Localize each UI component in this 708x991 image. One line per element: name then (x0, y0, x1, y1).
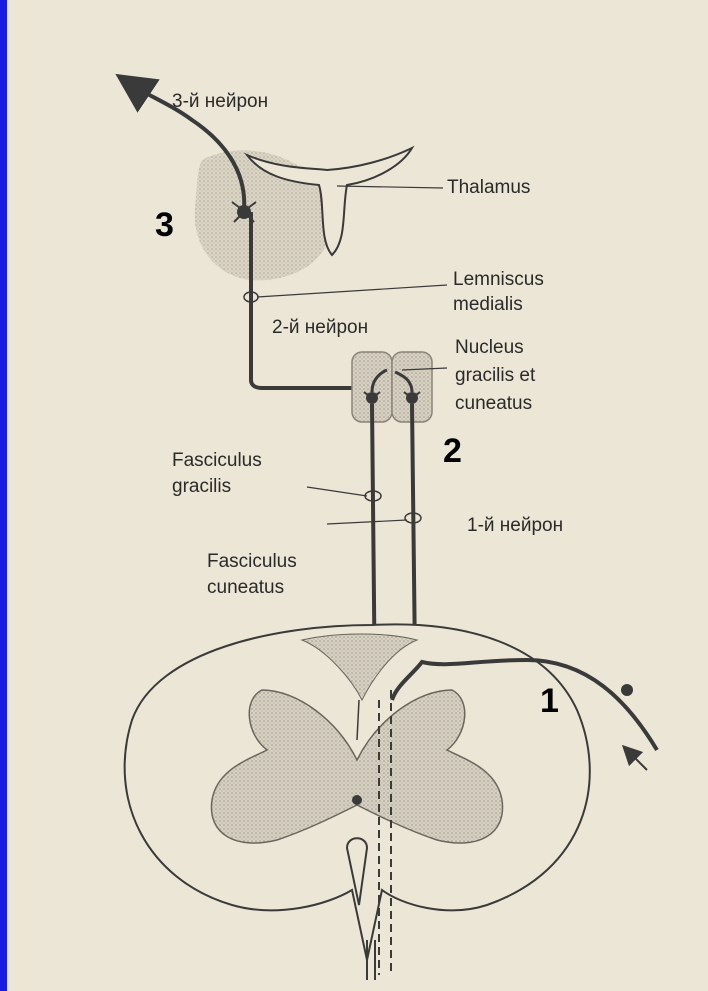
label-neuron2: 2-й нейрон (272, 317, 368, 338)
label-nucleus-3: cuneatus (455, 393, 532, 414)
label-neuron3: 3-й нейрон (172, 91, 268, 112)
label-fasc-cuneatus-2: cuneatus (207, 577, 284, 598)
label-neuron1: 1-й нейрон (467, 515, 563, 536)
label-nucleus-2: gracilis et (455, 365, 536, 386)
label-nucleus-1: Nucleus (455, 337, 524, 358)
label-fasc-gracilis-2: gracilis (172, 476, 231, 497)
label-thalamus: Thalamus (447, 177, 530, 198)
pathway-diagram: 3-й нейрон Thalamus Lemniscus medialis 2… (7, 0, 708, 991)
fasciculus-cuneatus-axon (412, 404, 415, 660)
label-fasc-gracilis-1: Fasciculus (172, 450, 262, 471)
number-1: 1 (540, 682, 559, 720)
number-2: 2 (443, 432, 462, 470)
label-lemniscus-1: Lemniscus (453, 269, 544, 290)
diagram-panel: 3-й нейрон Thalamus Lemniscus medialis 2… (7, 0, 708, 991)
label-lemniscus-2: medialis (453, 294, 523, 315)
first-neuron-soma (621, 684, 633, 696)
label-fasc-cuneatus-1: Fasciculus (207, 551, 297, 572)
number-3: 3 (155, 206, 174, 244)
